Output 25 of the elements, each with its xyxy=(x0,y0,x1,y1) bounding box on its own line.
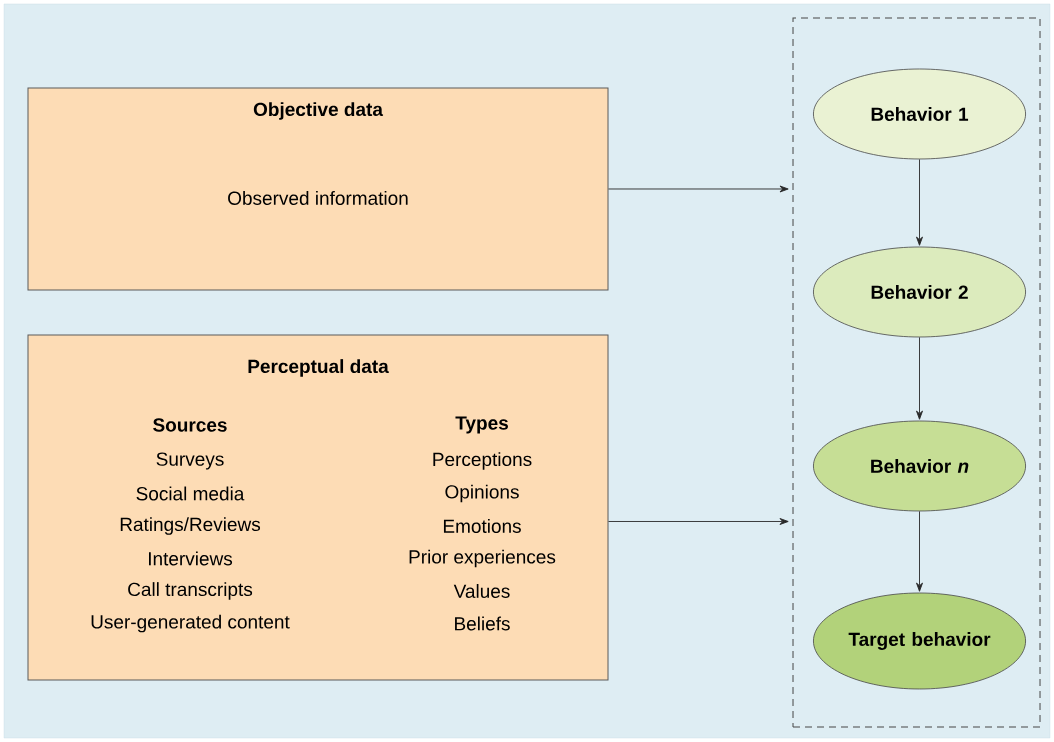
arrow xyxy=(608,185,789,193)
arrow xyxy=(916,510,923,592)
list-item: Interviews xyxy=(149,551,233,566)
list-item: Ratings/Reviews xyxy=(120,517,261,535)
arrow xyxy=(608,518,789,525)
data-box xyxy=(27,334,609,681)
heading: Objective data xyxy=(253,102,384,120)
list-item: Social media xyxy=(136,486,245,501)
arrow xyxy=(916,336,923,420)
list-item: Prior experiences xyxy=(409,549,556,568)
list-item: Opinions xyxy=(445,484,519,503)
list-item: Call transcripts xyxy=(128,582,253,600)
heading: Sources xyxy=(153,418,227,432)
list-item: Perceptions xyxy=(433,452,532,470)
list-item: Beliefs xyxy=(455,616,510,631)
list-item: Surveys xyxy=(156,452,224,470)
dashed-frame xyxy=(792,17,1041,728)
list-item: Emotions xyxy=(443,519,521,533)
box-text: Observed information xyxy=(228,191,408,205)
data-box xyxy=(27,87,609,291)
list-item: User-generated content xyxy=(91,614,290,633)
arrow xyxy=(916,158,923,246)
heading: Perceptual data xyxy=(248,359,389,377)
heading: Types xyxy=(455,416,508,434)
list-item: Values xyxy=(453,584,510,598)
